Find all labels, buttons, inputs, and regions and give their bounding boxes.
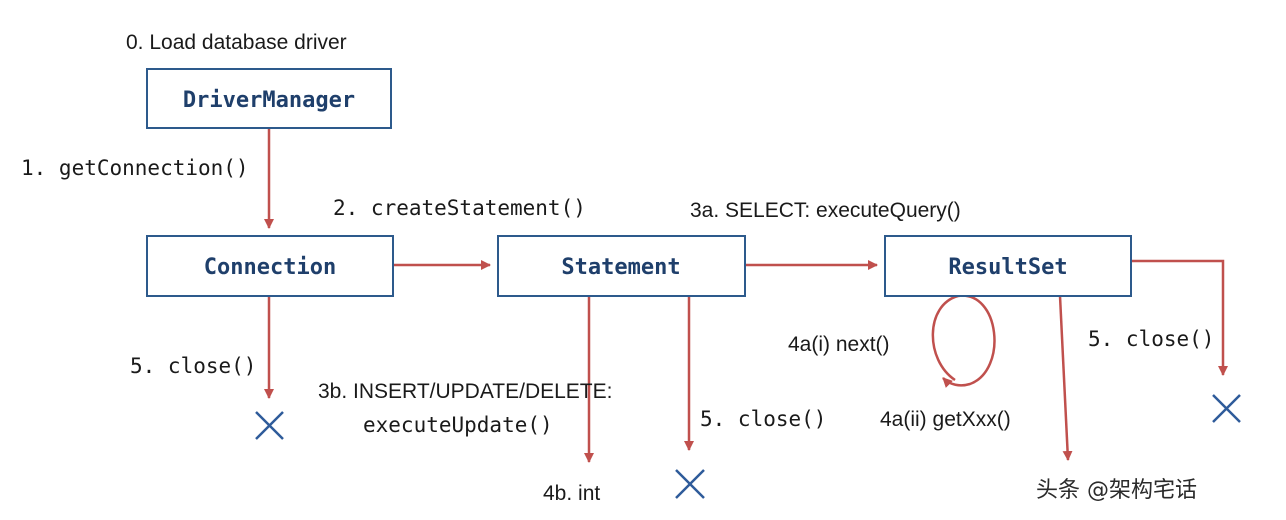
step4a-ii-label: 4a(ii) getXxx() bbox=[880, 408, 1011, 431]
arrow-resultset-getxxx bbox=[1058, 295, 1073, 461]
connection-closed-cross-icon bbox=[255, 411, 284, 440]
driver-manager-box bbox=[146, 68, 392, 129]
close-statement-label: 5. close() bbox=[700, 407, 826, 431]
arrow-resultset-close bbox=[1131, 259, 1228, 376]
step4a-i-label: 4a(i) next() bbox=[788, 333, 890, 356]
step3b-label-line1: 3b. INSERT/UPDATE/DELETE: bbox=[318, 380, 612, 403]
resultset-closed-cross-icon bbox=[1212, 394, 1241, 423]
step1-label: 1. getConnection() bbox=[21, 156, 249, 180]
resultset-box bbox=[884, 235, 1132, 297]
connection-label: Connection bbox=[204, 255, 336, 280]
loop-next-arrow bbox=[931, 294, 996, 388]
close-resultset-label: 5. close() bbox=[1088, 327, 1214, 351]
close-connection-label: 5. close() bbox=[130, 354, 256, 378]
statement-label: Statement bbox=[561, 255, 680, 280]
step3b-label-line2: executeUpdate() bbox=[363, 413, 553, 437]
step2-label: 2. createStatement() bbox=[333, 196, 586, 220]
statement-closed-cross-icon bbox=[675, 469, 705, 499]
step4b-label: 4b. int bbox=[543, 482, 600, 505]
step3a-label: 3a. SELECT: executeQuery() bbox=[690, 199, 961, 222]
connection-box bbox=[146, 235, 394, 297]
step0-label: 0. Load database driver bbox=[126, 31, 347, 54]
watermark-text: 头条 @架构宅话 bbox=[1036, 478, 1197, 503]
driver-manager-label: DriverManager bbox=[183, 88, 355, 113]
resultset-label: ResultSet bbox=[948, 255, 1067, 280]
statement-box bbox=[497, 235, 746, 297]
